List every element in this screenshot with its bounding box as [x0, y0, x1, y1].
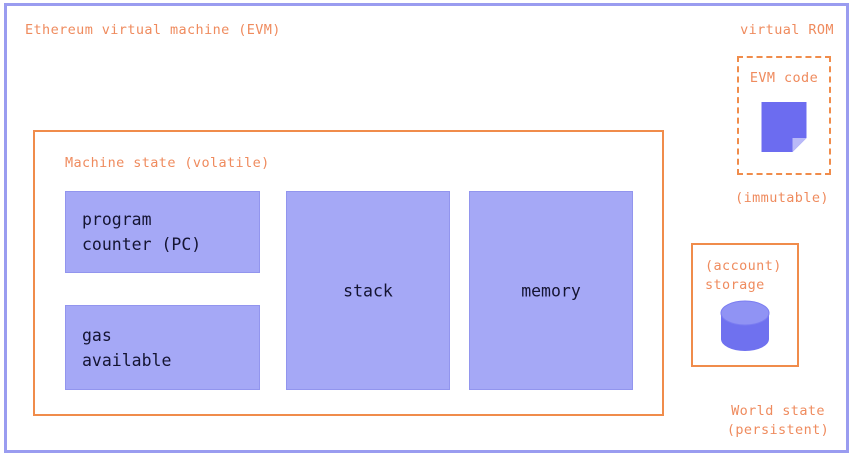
- immutable-note: (immutable): [735, 190, 829, 206]
- block-program-counter-label: program counter (PC): [82, 210, 202, 254]
- database-cylinder-icon: [720, 300, 770, 351]
- block-stack: stack: [286, 191, 450, 390]
- page-title: Ethereum virtual machine (EVM): [25, 22, 281, 38]
- machine-state-container: Machine state (volatile): [33, 130, 664, 416]
- world-state-note: World state (persistent): [726, 403, 830, 438]
- block-gas-available-label: gas available: [82, 325, 172, 370]
- machine-state-title: Machine state (volatile): [65, 155, 270, 171]
- block-memory: memory: [469, 191, 633, 390]
- virtual-rom-label: virtual ROM: [740, 22, 834, 38]
- block-program-counter: program counter (PC): [65, 191, 260, 273]
- evm-code-box: EVM code: [737, 56, 831, 175]
- block-gas-available: gas available: [65, 305, 260, 390]
- block-stack-label: stack: [343, 281, 393, 300]
- account-storage-title: (account) storage: [705, 258, 782, 293]
- account-storage-box: (account) storage: [691, 243, 799, 367]
- block-memory-label: memory: [521, 281, 581, 300]
- document-icon: [761, 102, 807, 152]
- evm-code-title: EVM code: [749, 70, 819, 86]
